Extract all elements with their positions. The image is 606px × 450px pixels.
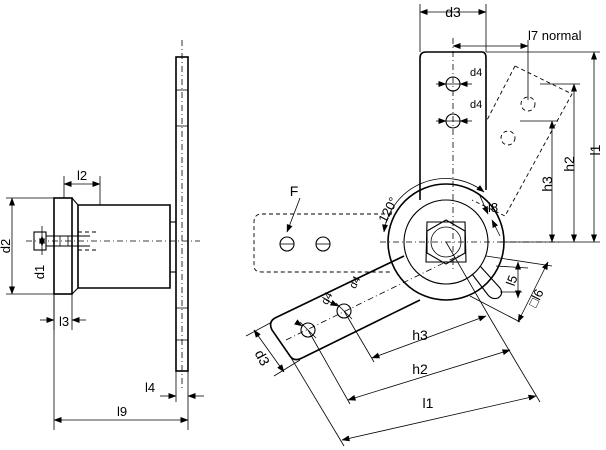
label-l9: l9 [117,404,127,419]
arm-inclined [269,255,421,361]
hole-left-2 [315,236,331,252]
label-l2: l2 [77,168,87,183]
arm-horizontal-ghost [253,213,392,273]
side-view: l2 d2 d1 l3 l4 l9 [0,40,204,430]
label-h2-bottom: h2 [412,361,428,377]
label-l3: l3 [59,314,69,329]
label-d4-a: d4 [470,67,482,79]
label-l8: l8 [488,200,498,215]
label-d2: d2 [0,239,13,253]
label-h3-bottom: h3 [412,327,428,343]
label-l5: l5 [503,273,521,288]
label-d4-c: d4 [319,290,335,306]
slot [471,265,503,300]
label-l7: l7 normal [528,28,582,43]
label-l1-bottom: l1 [423,395,434,411]
hub-body [77,204,171,289]
label-l6: □l6 [525,287,546,310]
label-d4-b: d4 [470,99,482,111]
label-d4-d: d4 [347,274,363,290]
arm-ghost-rotated [471,65,573,217]
label-h2-right: h2 [561,156,577,172]
label-d3-bottom: d3 [252,347,274,368]
label-h3-right: h3 [539,176,555,192]
label-l1-right: l1 [587,144,603,155]
label-F: F [290,183,299,199]
label-d1: d1 [32,265,47,279]
angle-arc [382,178,485,233]
pin [33,231,47,251]
front-view: F 120° d3 l7 normal d4 d4 l1 h2 h3 [245,4,603,447]
arm-vertical [419,51,487,190]
label-l4: l4 [145,380,155,395]
hole-left-1 [279,236,295,252]
label-d3-top: d3 [445,4,461,20]
